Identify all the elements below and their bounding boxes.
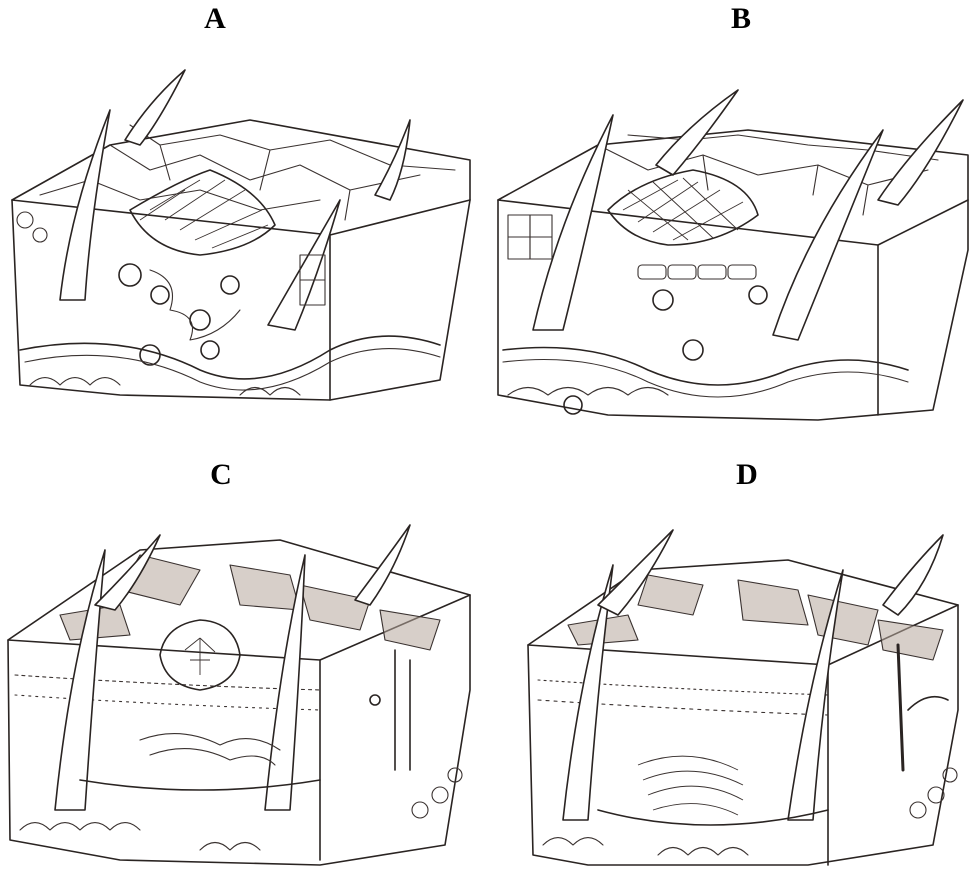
panel-label-d: D — [717, 458, 777, 492]
panel-label-b: B — [711, 2, 771, 36]
panel-label-a: A — [185, 2, 245, 36]
skin-block-illustration-a — [0, 50, 488, 420]
skin-block-illustration-d — [488, 510, 976, 875]
panel-label-c: C — [191, 458, 251, 492]
skin-block-illustration-c — [0, 510, 488, 875]
skin-block-illustration-b — [488, 50, 976, 420]
